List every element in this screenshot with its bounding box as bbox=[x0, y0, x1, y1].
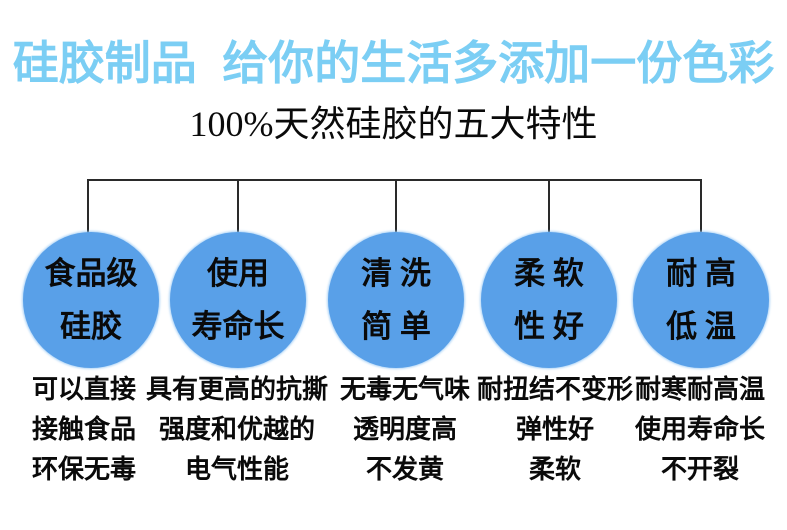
detail-line: 不开裂 bbox=[660, 455, 739, 484]
detail-line: 透明度高 bbox=[352, 415, 457, 444]
feature-details-good-softness: 耐扭结不变形 弹性好 柔软 bbox=[455, 370, 655, 490]
detail-line: 耐寒耐高温 bbox=[634, 375, 765, 404]
circle-label-line2: 硅胶 bbox=[60, 309, 122, 344]
feature-circle-long-service-life: 使用 寿命长 bbox=[170, 232, 306, 368]
connector-vertical-line-1 bbox=[87, 179, 89, 233]
page-subtitle: 100%天然硅胶的五大特性 bbox=[189, 104, 598, 144]
circle-label-line1: 耐 高 bbox=[666, 256, 736, 291]
feature-details-temperature-resistant: 耐寒耐高温 使用寿命长 不开裂 bbox=[600, 370, 787, 490]
feature-circle-easy-cleaning: 清 洗 简 单 bbox=[328, 232, 464, 368]
circle-label-line1: 柔 软 bbox=[514, 256, 584, 291]
detail-line: 柔软 bbox=[528, 455, 581, 484]
detail-line: 弹性好 bbox=[515, 415, 594, 444]
detail-line: 耐扭结不变形 bbox=[476, 375, 633, 404]
circle-label-line2: 性 好 bbox=[514, 309, 584, 344]
circle-label-line1: 使用 bbox=[207, 256, 269, 291]
circle-label-line1: 清 洗 bbox=[361, 256, 431, 291]
detail-line: 电气性能 bbox=[184, 455, 289, 484]
circle-label-line2: 简 单 bbox=[361, 309, 431, 344]
detail-line: 使用寿命长 bbox=[634, 415, 765, 444]
circle-label-line1: 食品级 bbox=[44, 256, 138, 291]
detail-line: 环保无毒 bbox=[31, 455, 136, 484]
feature-circle-good-softness: 柔 软 性 好 bbox=[481, 232, 617, 368]
detail-line: 可以直接 bbox=[31, 375, 136, 404]
connector-vertical-line-2 bbox=[237, 179, 239, 233]
circle-label-line2: 寿命长 bbox=[191, 309, 285, 344]
page-title: 硅胶制品 给你的生活多添加一份色彩 bbox=[12, 37, 775, 89]
detail-line: 接触食品 bbox=[31, 415, 136, 444]
detail-line: 不发黄 bbox=[365, 455, 444, 484]
connector-vertical-line-3 bbox=[395, 179, 397, 233]
feature-details-food-grade-silicone: 可以直接 接触食品 环保无毒 bbox=[0, 370, 184, 490]
detail-line: 无毒无气味 bbox=[339, 375, 470, 404]
circle-label-line2: 低 温 bbox=[666, 309, 736, 344]
feature-circle-temperature-resistant: 耐 高 低 温 bbox=[633, 232, 769, 368]
detail-line: 具有更高的抗撕 bbox=[145, 375, 328, 404]
feature-circle-food-grade-silicone: 食品级 硅胶 bbox=[23, 232, 159, 368]
connector-vertical-line-4 bbox=[548, 179, 550, 233]
feature-details-long-service-life: 具有更高的抗撕 强度和优越的 电气性能 bbox=[137, 370, 337, 490]
connector-vertical-line-5 bbox=[700, 179, 702, 233]
feature-details-easy-cleaning: 无毒无气味 透明度高 不发黄 bbox=[305, 370, 505, 490]
detail-line: 强度和优越的 bbox=[158, 415, 315, 444]
